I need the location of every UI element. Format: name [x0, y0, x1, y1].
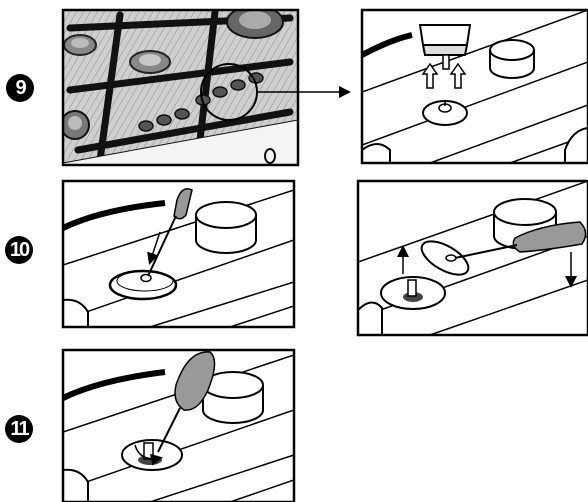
panel-hob-overview	[61, 6, 298, 165]
burner-cap-icon	[196, 202, 256, 253]
panel-bezel-lever	[63, 181, 294, 327]
knob-bezel-icon	[423, 100, 467, 125]
burner-cap-icon	[490, 40, 534, 78]
panel-knob-removal	[362, 10, 588, 163]
panel-valve-adjust	[63, 350, 294, 502]
burner-left-icon	[64, 35, 96, 55]
burner-bottom-left-icon	[61, 111, 89, 139]
panel-bezel-lifted	[358, 181, 588, 335]
burner-center-icon	[130, 51, 170, 73]
knob-bezel-icon	[110, 271, 176, 299]
